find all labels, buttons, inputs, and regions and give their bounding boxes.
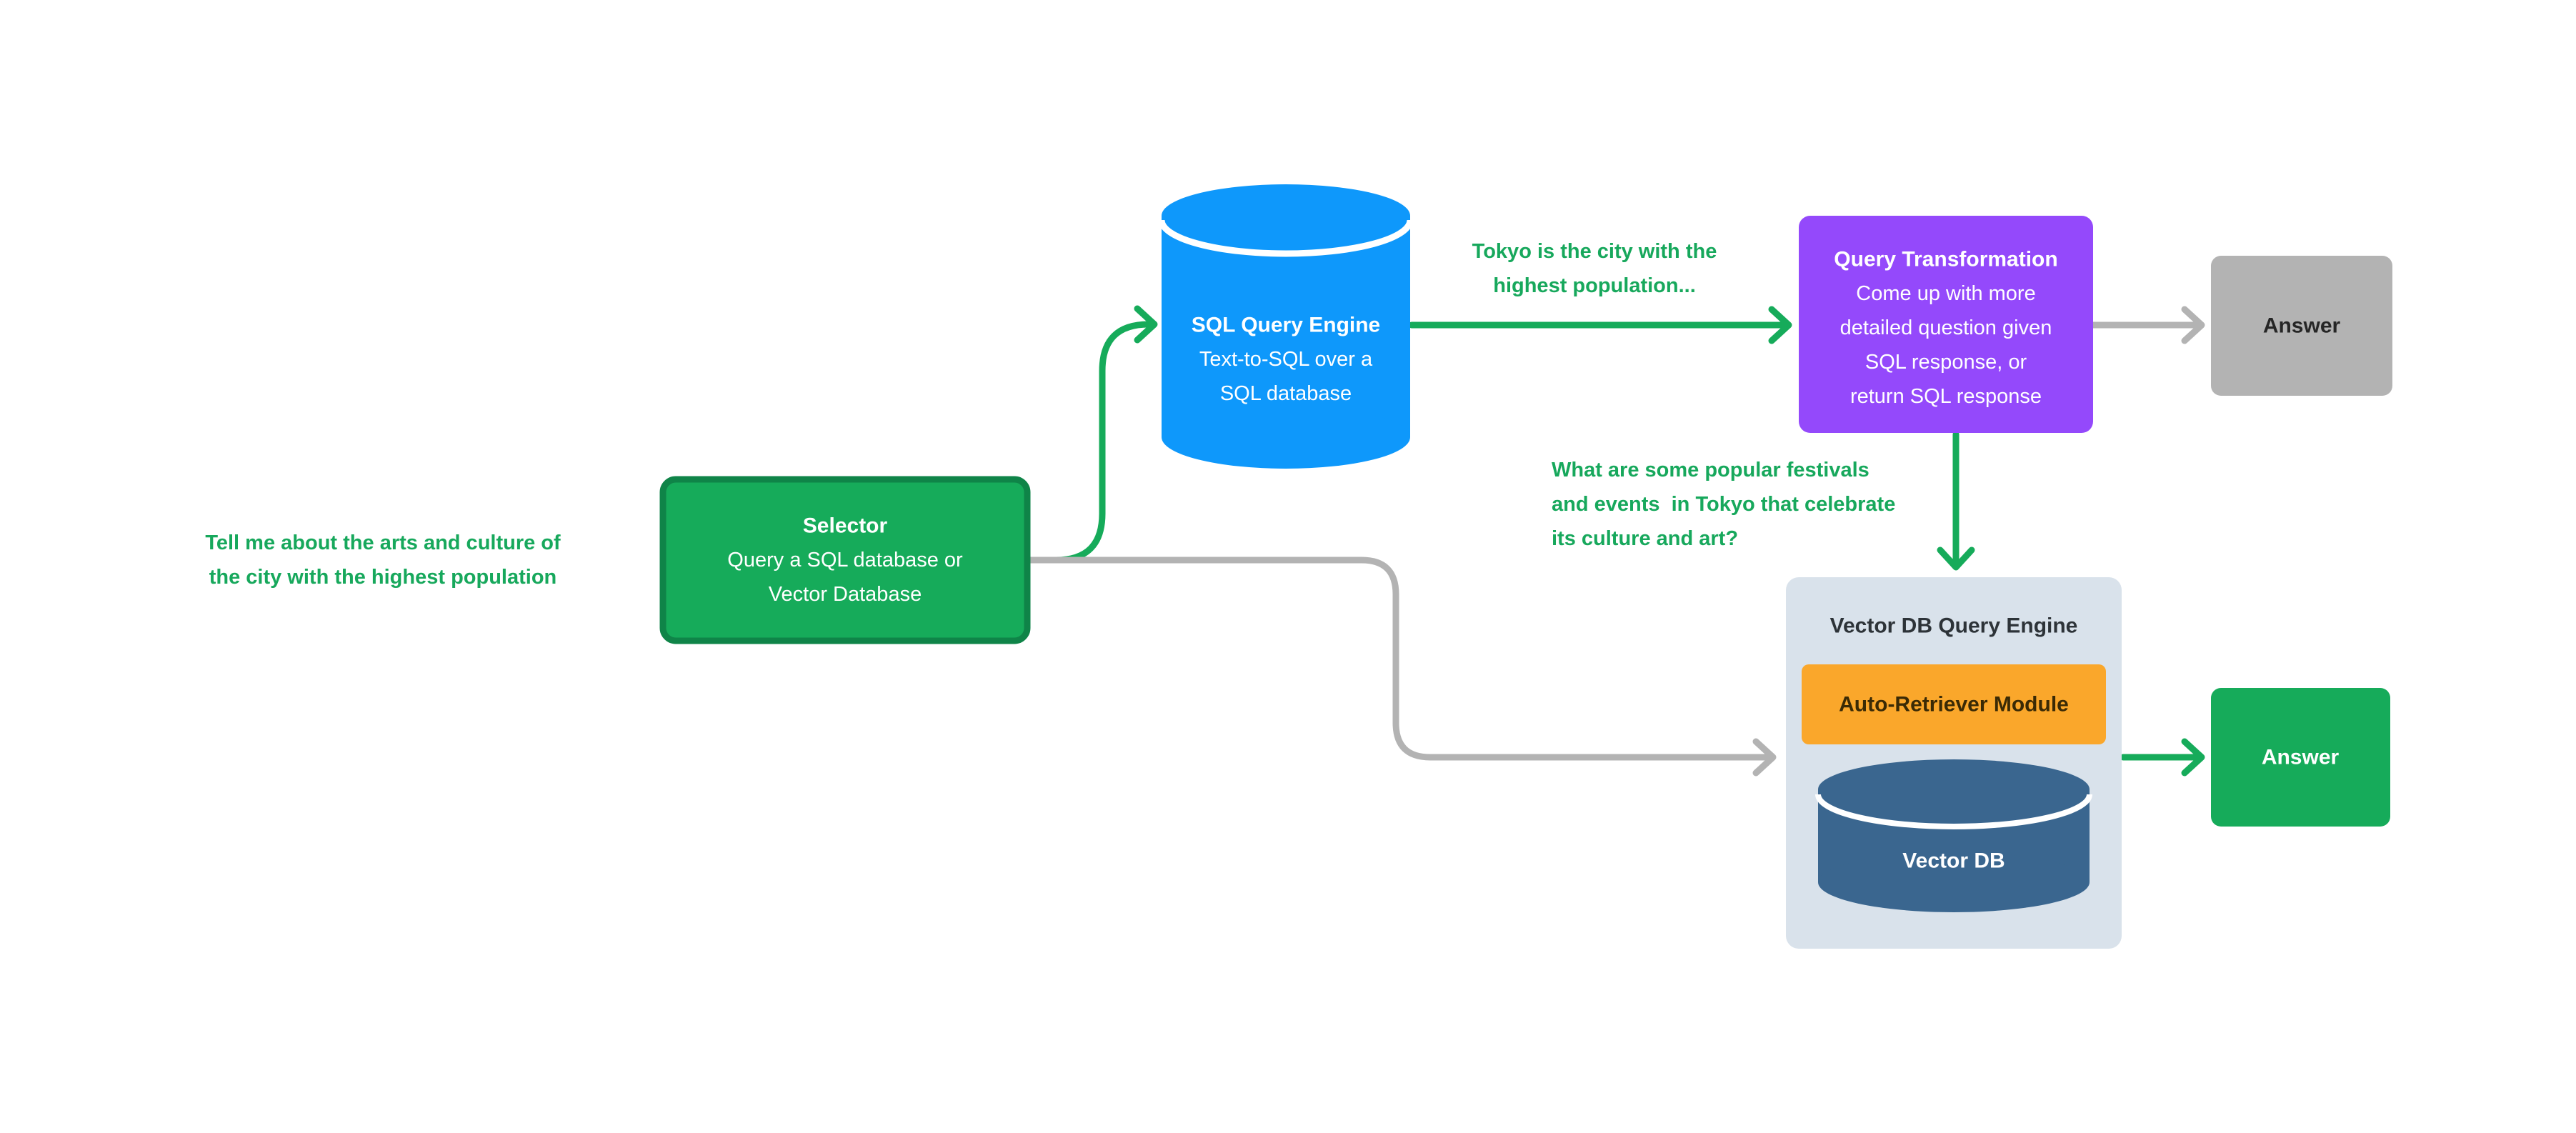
sql-query-engine-body-line-2: SQL database — [1220, 382, 1352, 405]
cylinder-lid-separator — [1815, 794, 2092, 829]
answer-vector-label: Answer — [2262, 746, 2340, 769]
cylinder-lid — [1818, 759, 2090, 819]
sql-query-engine-title: SQL Query Engine — [1192, 314, 1381, 337]
query-transformation-body-line-3: SQL response, or — [1865, 351, 2027, 374]
arrow-vector-engine-to-answer — [2120, 738, 2205, 777]
vector-db-label: Vector DB — [1902, 849, 2005, 873]
query-transformation-body-line-1: Come up with more — [1856, 282, 2035, 305]
sql-query-engine-body-line-1: Text-to-SQL over a — [1199, 348, 1373, 371]
user-query-label: Tell me about the arts and culture of th… — [205, 531, 561, 589]
sql-response-line-1: Tokyo is the city with the — [1472, 240, 1717, 263]
vector-db-cylinder-icon — [1815, 759, 2092, 912]
arrowhead-icon — [2181, 738, 2205, 777]
arrowhead-icon — [1768, 306, 1792, 344]
query-transformation-node: Query Transformation Come up with more d… — [1799, 216, 2093, 433]
sql-response-label: Tokyo is the city with the highest popul… — [1472, 240, 1717, 297]
query-transformation-body-line-4: return SQL response — [1850, 385, 2042, 408]
arrowhead-icon — [1937, 546, 1975, 571]
query-transformation-body-line-2: detailed question given — [1840, 316, 2052, 339]
arrow-line — [1024, 321, 1157, 564]
selector-node: Selector Query a SQL database or Vector … — [659, 476, 1031, 644]
arrow-query-transformation-to-answer — [2090, 306, 2205, 344]
sql-response-line-2: highest population... — [1493, 274, 1696, 297]
transformed-question-line-3: its culture and art? — [1552, 527, 1738, 550]
arrowhead-icon — [1134, 305, 1158, 344]
arrowhead-icon — [2181, 306, 2205, 344]
arrow-line — [1024, 556, 1775, 761]
answer-vector-box — [2211, 688, 2390, 827]
user-query-line-1: Tell me about the arts and culture of — [205, 531, 561, 554]
cylinder-bottom — [1818, 852, 2090, 912]
user-query-line-2: the city with the highest population — [209, 566, 557, 589]
cylinder-bottom — [1162, 406, 1410, 469]
selector-title: Selector — [803, 514, 888, 538]
transformed-question-label: What are some popular festivals and even… — [1552, 459, 1895, 550]
vector-db-query-engine-title: Vector DB Query Engine — [1830, 614, 2078, 638]
auto-retriever-module-box — [1802, 664, 2106, 744]
vector-db-query-engine-node: Vector DB Query Engine Auto-Retriever Mo… — [1786, 577, 2122, 949]
cylinder-lid-separator — [1158, 219, 1414, 257]
answer-vector-node: Answer — [2211, 688, 2390, 827]
selector-body-line-2: Vector Database — [769, 583, 922, 606]
arrow-sql-engine-to-query-transformation — [1408, 306, 1792, 344]
selector-box — [659, 476, 1031, 644]
answer-sql-box — [2211, 256, 2392, 396]
query-transformation-title: Query Transformation — [1834, 248, 2057, 271]
selector-body-line-1: Query a SQL database or — [727, 549, 963, 572]
sql-query-engine-node: SQL Query Engine Text-to-SQL over a SQL … — [1158, 184, 1414, 469]
sql-database-cylinder-icon — [1158, 184, 1414, 469]
transformed-question-line-1: What are some popular festivals — [1552, 459, 1869, 481]
auto-retriever-module-node: Auto-Retriever Module — [1802, 664, 2106, 744]
transformed-question-line-2: and events in Tokyo that celebrate — [1552, 493, 1895, 516]
cylinder-lid — [1162, 184, 1410, 247]
arrow-selector-to-sql-engine — [1024, 305, 1158, 564]
auto-retriever-module-label: Auto-Retriever Module — [1839, 693, 2069, 717]
answer-sql-node: Answer — [2211, 256, 2392, 396]
answer-sql-label: Answer — [2263, 314, 2341, 338]
arrowhead-icon — [1752, 738, 1777, 777]
arrow-query-transformation-to-vector-engine — [1937, 431, 1975, 571]
arrow-selector-to-vector-engine — [1024, 556, 1777, 777]
query-transformation-box — [1799, 216, 2093, 433]
